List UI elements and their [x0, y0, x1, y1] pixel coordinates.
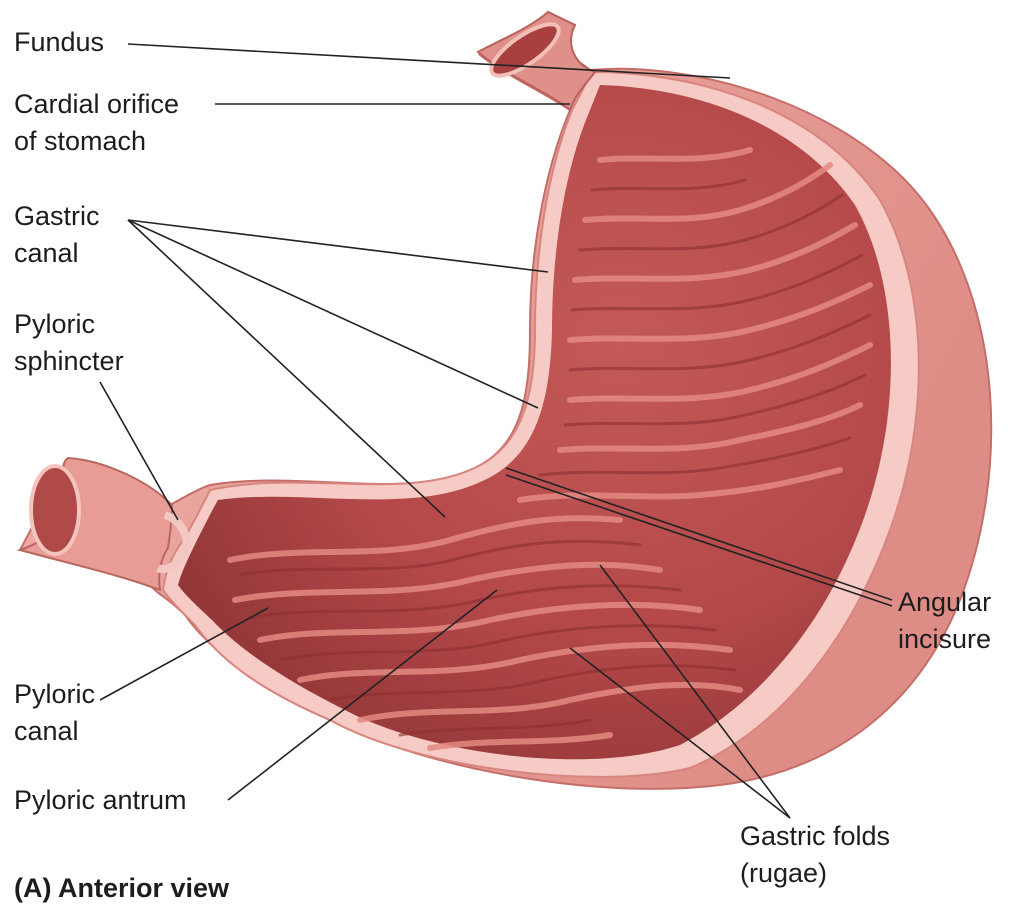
figure-caption: (A) Anterior view: [14, 870, 229, 907]
leader-gastric-canal-3: [128, 220, 445, 517]
label-fundus: Fundus: [14, 24, 104, 61]
label-pyloric-antrum: Pyloric antrum: [14, 782, 187, 819]
leader-gastric-canal-1: [128, 220, 548, 272]
label-pyloric-sphincter: Pyloric sphincter: [14, 306, 124, 380]
label-gastric-folds: Gastric folds (rugae): [740, 818, 890, 892]
label-angular-incisure: Angular incisure: [898, 584, 991, 658]
leader-fundus: [128, 44, 730, 78]
duodenum-opening: [31, 466, 79, 554]
leader-gastric-canal-2: [128, 220, 538, 408]
label-cardial-orifice: Cardial orifice of stomach: [14, 86, 179, 160]
label-gastric-canal: Gastric canal: [14, 198, 100, 272]
label-pyloric-canal: Pyloric canal: [14, 676, 95, 750]
